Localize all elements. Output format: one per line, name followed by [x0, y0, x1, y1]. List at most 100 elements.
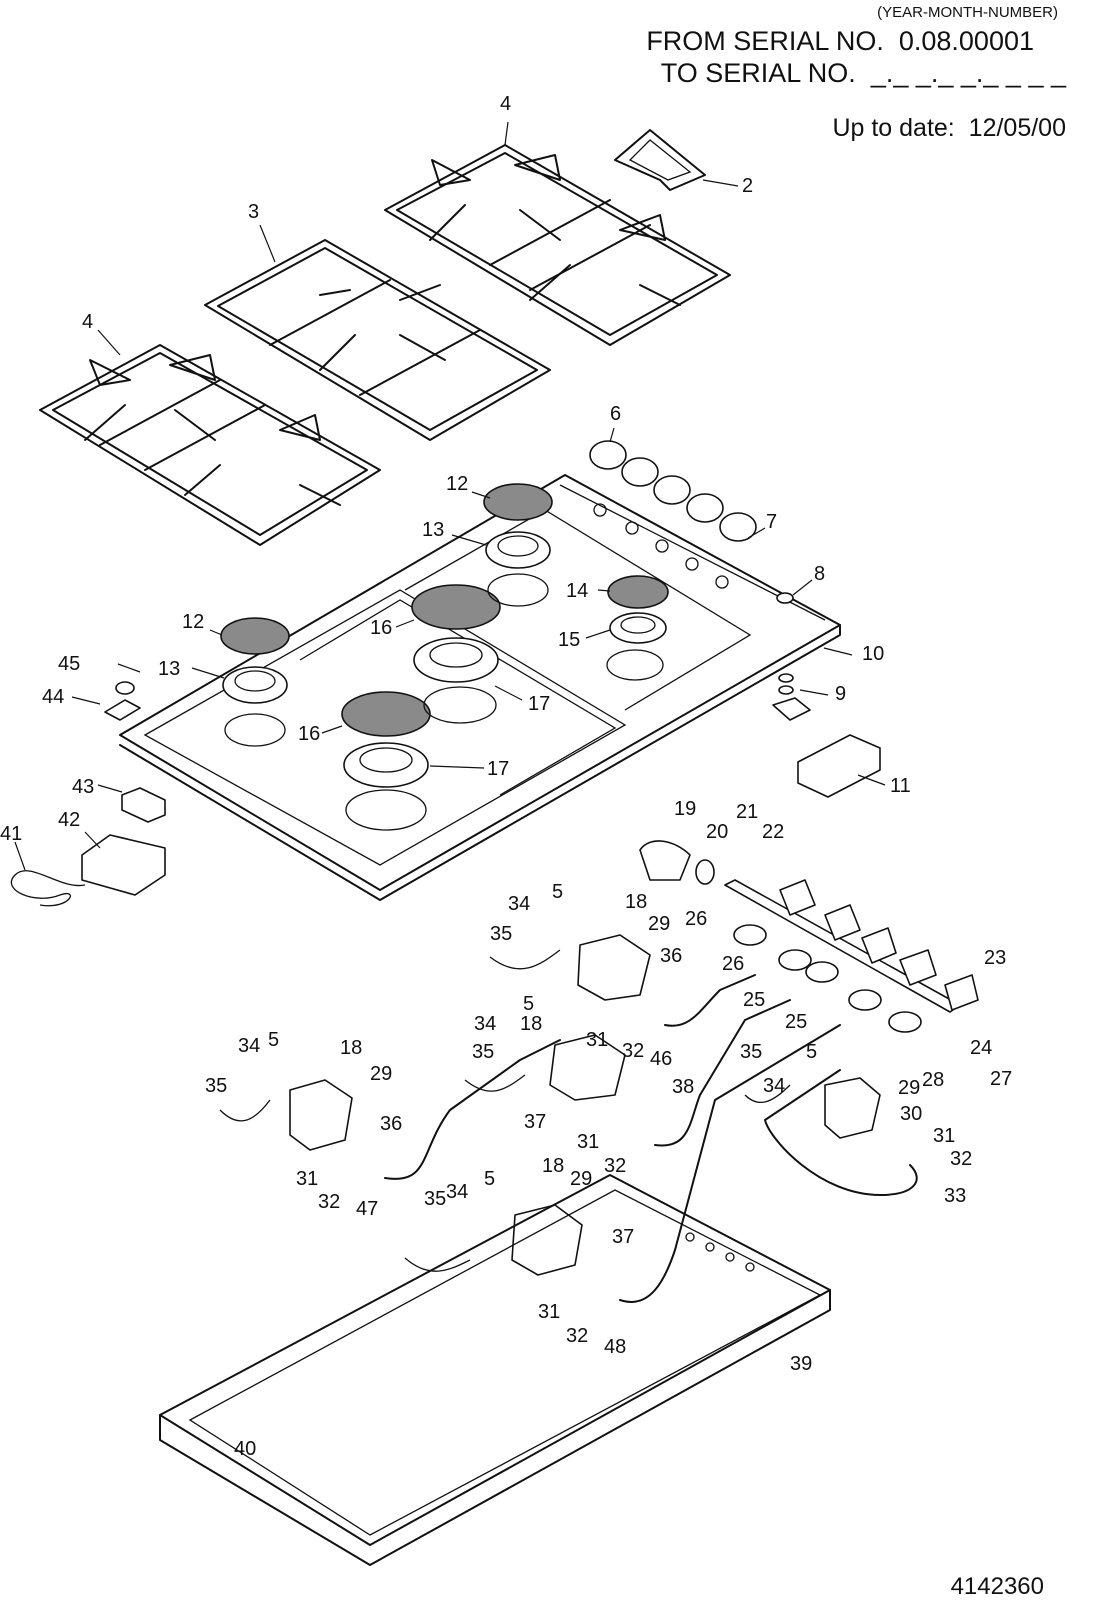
callout-36-b: 36 [380, 1113, 402, 1135]
callout-31-c: 31 [577, 1131, 599, 1153]
callout-20: 20 [706, 821, 728, 843]
callout-35-b: 35 [472, 1041, 494, 1063]
callout-32-e: 32 [566, 1325, 588, 1347]
pan-support-middle [204, 239, 551, 441]
to-serial-line: TO SERIAL NO. _._ _._ _._ _ _ _ [661, 58, 1066, 89]
up-to-date-value: 12/05/00 [968, 114, 1066, 142]
callout-29-d: 29 [570, 1168, 592, 1190]
callout-31-a: 31 [586, 1029, 608, 1051]
callout-13-front: 13 [158, 658, 180, 680]
callout-29-a: 29 [648, 913, 670, 935]
callout-35-a: 35 [490, 923, 512, 945]
bottom-tray [159, 1174, 831, 1566]
callout-32-c: 32 [604, 1155, 626, 1177]
callout-34-c: 34 [238, 1035, 260, 1057]
callout-10: 10 [862, 643, 884, 665]
callout-21: 21 [736, 801, 758, 823]
callout-35-c: 35 [740, 1041, 762, 1063]
leader-lines [14, 121, 886, 871]
callout-27: 27 [990, 1068, 1012, 1090]
callout-48: 48 [604, 1336, 626, 1358]
callout-12-rear: 12 [446, 473, 468, 495]
callout-47: 47 [356, 1198, 378, 1220]
callout-11: 11 [890, 775, 911, 797]
callout-8: 8 [814, 563, 825, 585]
callout-19: 19 [674, 798, 696, 820]
callout-35-d: 35 [205, 1075, 227, 1097]
burner-bodies [222, 531, 667, 831]
callout-32-a: 32 [622, 1040, 644, 1062]
callout-18-c: 18 [340, 1037, 362, 1059]
callout-5-b: 5 [523, 993, 534, 1015]
callout-31-b: 31 [933, 1125, 955, 1147]
callout-38: 38 [672, 1076, 694, 1098]
callout-44: 44 [42, 686, 64, 708]
burner-caps [220, 483, 669, 737]
callout-28: 28 [922, 1069, 944, 1091]
callout-29-b: 29 [370, 1063, 392, 1085]
callout-37-b: 37 [612, 1226, 634, 1248]
callout-6: 6 [610, 403, 621, 425]
callout-41: 41 [0, 823, 22, 845]
callout-18-b: 18 [520, 1013, 542, 1035]
callout-37-a: 37 [524, 1111, 546, 1133]
callout-35-e: 35 [424, 1188, 446, 1210]
callout-34-d: 34 [763, 1075, 785, 1097]
callout-39: 39 [790, 1353, 812, 1375]
small-hob-parts [104, 673, 881, 798]
callout-13-rear: 13 [422, 519, 444, 541]
year-month-number-note: (YEAR-MONTH-NUMBER) [877, 4, 1058, 21]
callout-36-a: 36 [660, 945, 682, 967]
up-to-date-line: Up to date: 12/05/00 [832, 114, 1066, 143]
callout-33: 33 [944, 1185, 966, 1207]
callout-4-front: 4 [82, 311, 93, 333]
callout-29-c: 29 [898, 1077, 920, 1099]
from-serial-value: 0.08.00001 [898, 26, 1034, 56]
callout-12-front: 12 [182, 611, 204, 633]
callout-9: 9 [835, 683, 846, 705]
control-knobs [589, 440, 794, 604]
callout-31-d: 31 [296, 1168, 318, 1190]
callout-22: 22 [762, 821, 784, 843]
callout-18-d: 18 [542, 1155, 564, 1177]
callout-15: 15 [558, 629, 580, 651]
pan-support-front [39, 344, 381, 546]
callout-26-a: 26 [685, 908, 707, 930]
callout-16-rear: 16 [370, 617, 392, 639]
to-serial-value: _._ _._ _._ _ _ _ [870, 58, 1066, 88]
pan-support-rear [384, 144, 731, 346]
callout-7: 7 [766, 511, 777, 533]
document-number: 4142360 [950, 1573, 1044, 1600]
burner-cups [289, 934, 881, 1276]
callout-17-rear: 17 [528, 693, 550, 715]
callout-2: 2 [742, 175, 753, 197]
callout-26-b: 26 [722, 953, 744, 975]
callout-numbers: 4 2 3 4 6 12 7 13 8 14 12 16 15 10 45 13… [0, 93, 1012, 1460]
callout-43: 43 [72, 776, 94, 798]
callout-34-e: 34 [446, 1181, 468, 1203]
callout-32-d: 32 [318, 1191, 340, 1213]
callout-5-a: 5 [552, 881, 563, 903]
gas-pipes [384, 974, 918, 1303]
electrical-parts [10, 787, 166, 907]
callout-34-b: 34 [474, 1013, 496, 1035]
callout-18-a: 18 [625, 891, 647, 913]
callout-24: 24 [970, 1037, 992, 1059]
pan-support-wok-small [614, 129, 706, 191]
callout-30: 30 [900, 1103, 922, 1125]
up-to-date-label: Up to date: [832, 114, 955, 142]
callout-23: 23 [984, 947, 1006, 969]
callout-5-e: 5 [484, 1168, 495, 1190]
callout-16-front: 16 [298, 723, 320, 745]
to-serial-label: TO SERIAL NO. [660, 58, 856, 88]
callout-5-c: 5 [268, 1029, 279, 1051]
igniter-leads [219, 949, 791, 1272]
callout-3: 3 [248, 201, 259, 223]
from-serial-line: FROM SERIAL NO. 0.08.00001 [646, 26, 1034, 57]
callout-4-rear: 4 [500, 93, 511, 115]
callout-42: 42 [58, 809, 80, 831]
callout-25-a: 25 [743, 989, 765, 1011]
callout-14: 14 [566, 580, 588, 602]
callout-25-b: 25 [785, 1011, 807, 1033]
